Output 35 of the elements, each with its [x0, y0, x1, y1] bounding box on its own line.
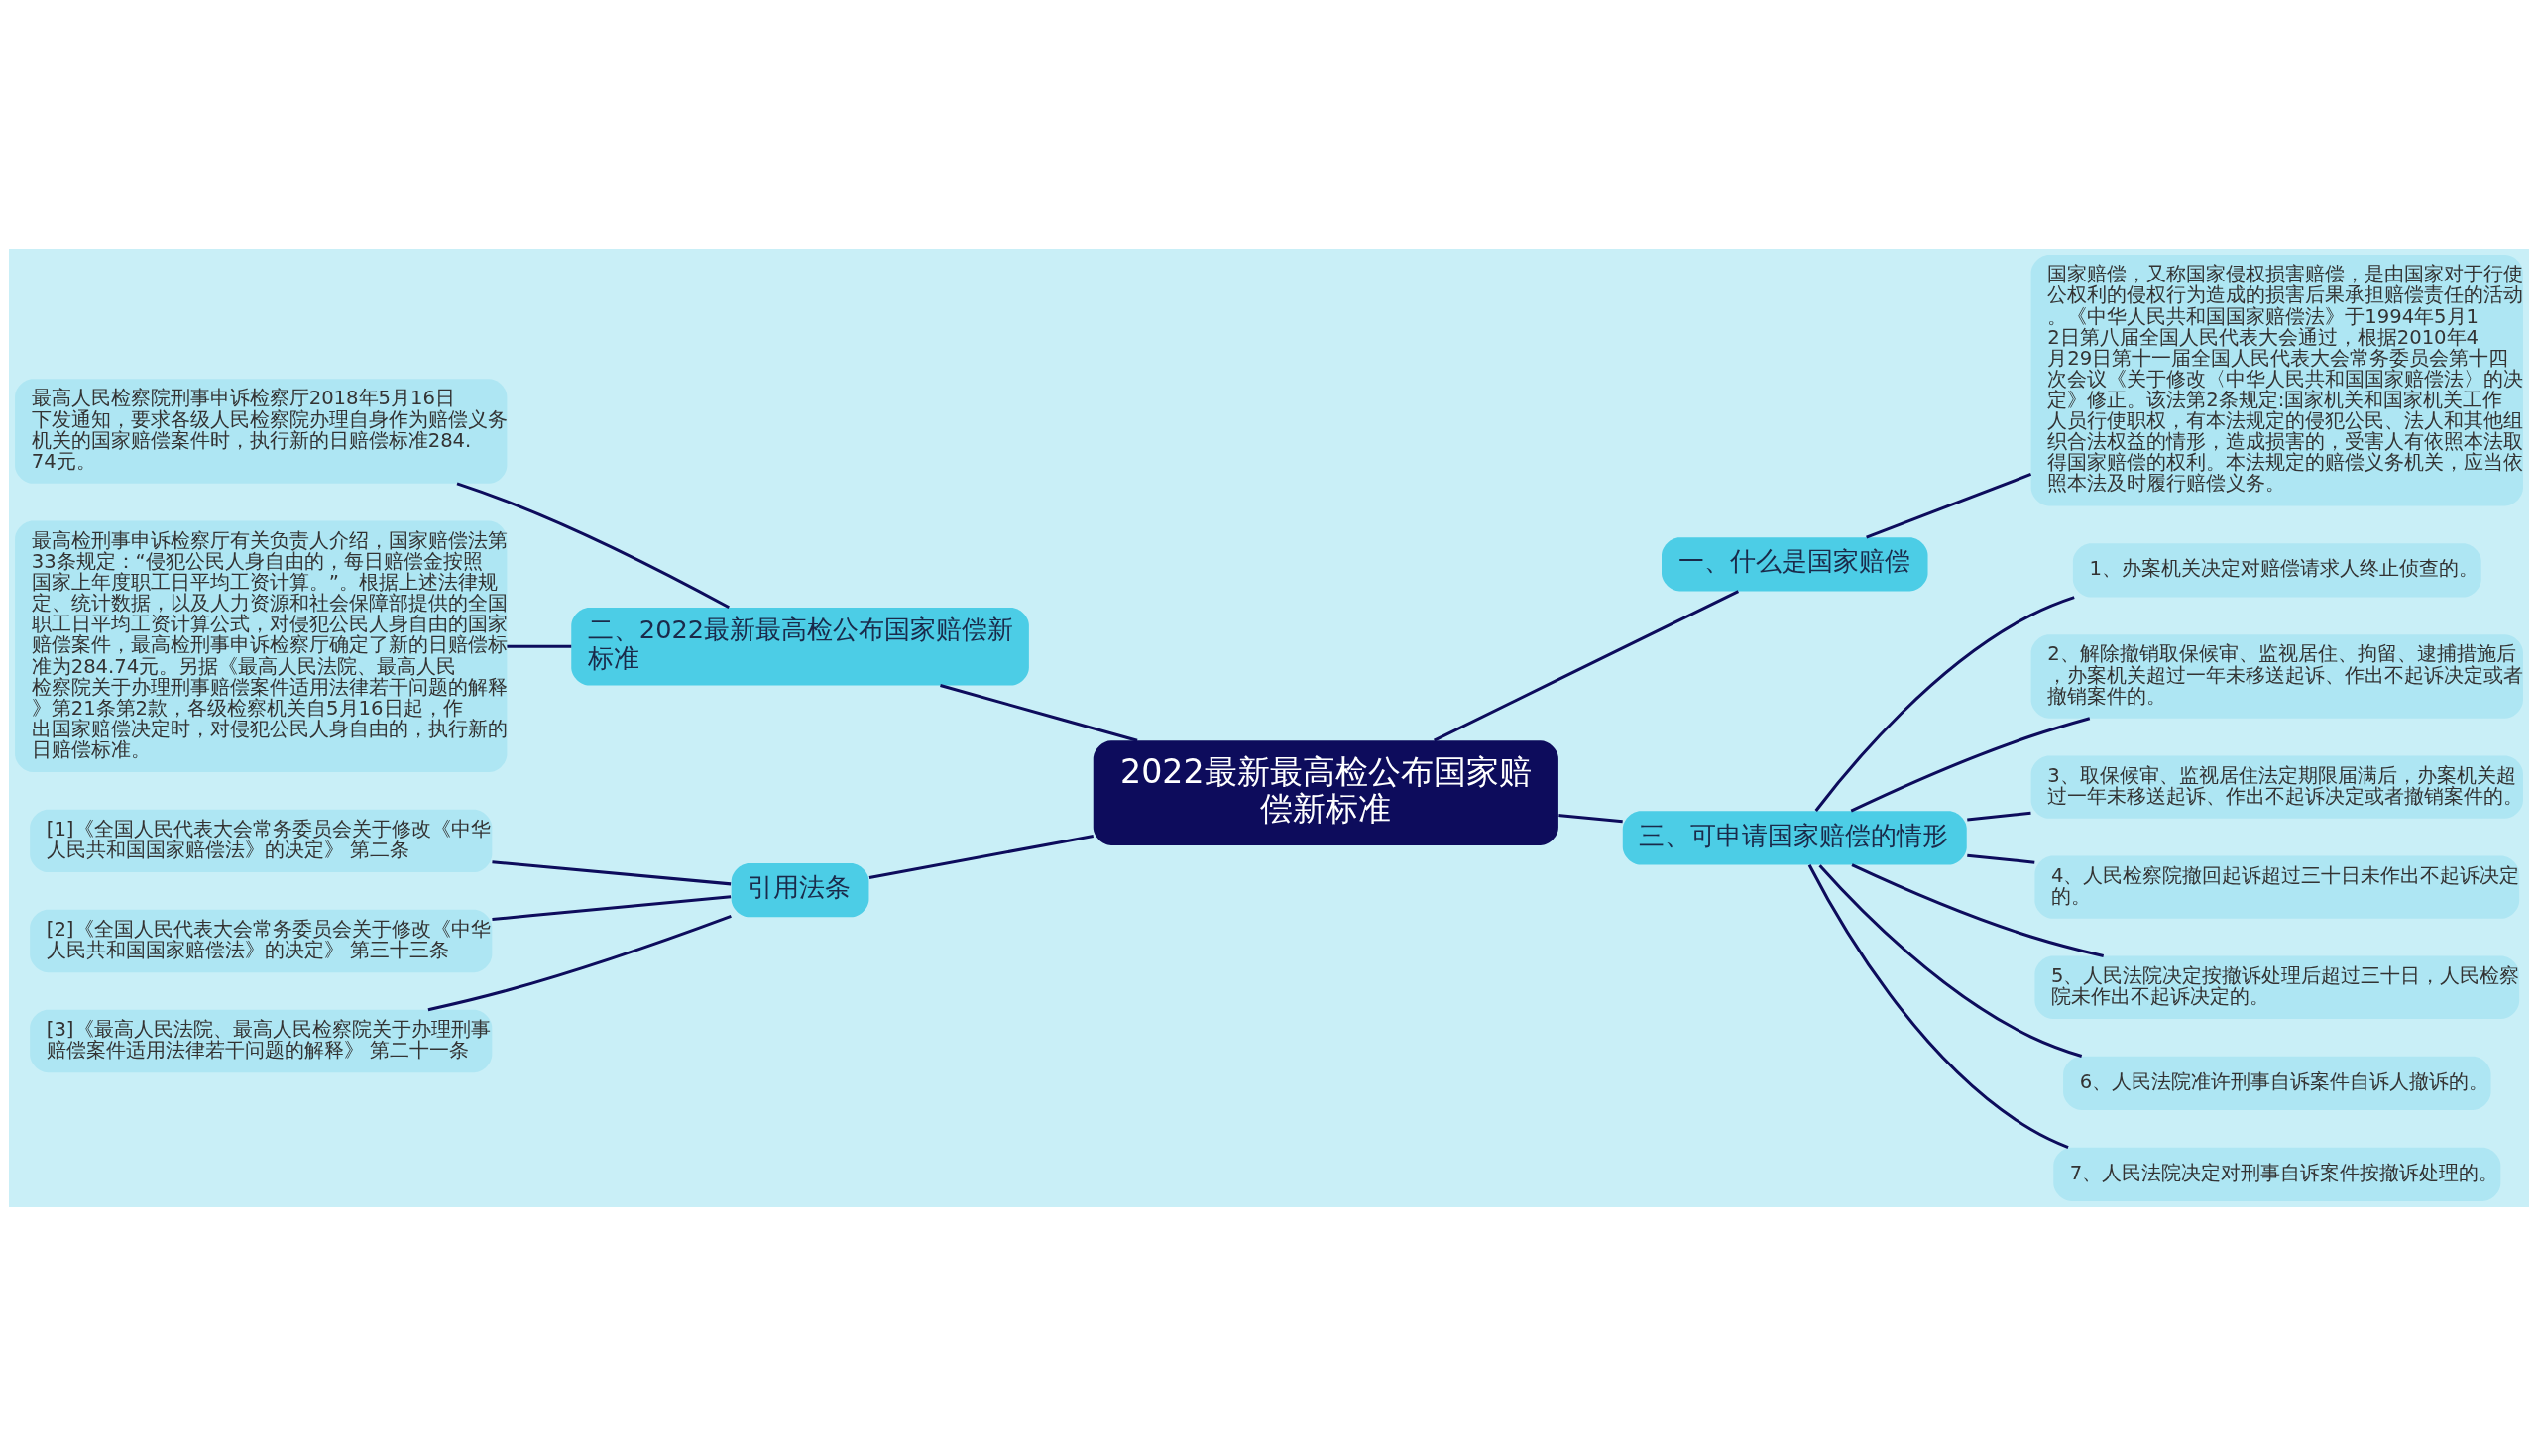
connector	[940, 684, 1138, 742]
connector	[427, 914, 732, 1012]
connector	[507, 644, 572, 648]
node-box: 2、解除撤销取保候审、监视居住、拘留、逮捕措施后，办案机关超过一年未移送起诉、作出不起诉决定或者撤销案件的。	[2030, 634, 2523, 719]
connector	[492, 895, 732, 921]
connector	[1851, 863, 2105, 958]
connector	[1967, 853, 2035, 864]
node-box: 最高人民检察院刑事申诉检察厅2018年5月16日下发通知，要求各级人民检察院办理自身作为赔偿义务机关的国家赔偿案件时，执行新的日赔偿标准284.74元。	[15, 379, 508, 484]
connector	[1433, 590, 1740, 742]
connector	[1967, 811, 2031, 822]
node-box: 国家赔偿，又称国家侵权损害赔偿，是由国家对于行使公权利的侵权行为造成的损害后果承担赔偿责任的活动。《中华人民共和国国家赔偿法》于1994年5月12日第八届全国人民代表大会通过，根据2010年4月29日第十一届全国人民代表大会常务委员会第十四次会议《关于修改〈中华人民共和国国家赔偿法〉的决定》修正。该法第2条规定:国家机关和国家机关工作人员行使职权，有本法规定的侵犯公民、法人和其他组织合法权益的情形，造成损害的，受害人有依照本法取得国家赔偿的权利。本法规定的赔偿义务机关，应当依照本法及时履行赔偿义务。	[2030, 255, 2523, 506]
connector	[1814, 596, 2075, 812]
node-box: [2]《全国人民代表大会常务委员会关于修改《中华人民共和国国家赔偿法》的决定》 第三十三条	[30, 909, 493, 973]
node-box: 5、人民法院决定按撤诉处理后超过三十日，人民检察院未作出不起诉决定的。	[2034, 955, 2520, 1019]
node-box: 7、人民法院决定对刑事自诉案件按撤诉处理的。	[2053, 1147, 2501, 1201]
node-box: 6、人民法院准许刑事自诉案件自诉人撤诉的。	[2063, 1056, 2491, 1110]
connector	[868, 835, 1094, 879]
node-box: 2022最新最高检公布国家赔偿新标准	[1093, 740, 1558, 845]
connector	[492, 860, 732, 886]
node-box: 引用法条	[731, 863, 869, 918]
node-box: 二、2022最新最高检公布国家赔偿新标准	[571, 608, 1029, 686]
node-box: [3]《最高人民法院、最高人民检察院关于办理刑事赔偿案件适用法律若干问题的解释》 第二十一条	[30, 1009, 493, 1073]
connector	[456, 482, 730, 610]
node-box: 3、取保候审、监视居住法定期限届满后，办案机关超过一年未移送起诉、作出不起诉决定或者撤销案件的。	[2030, 755, 2523, 819]
connector	[1850, 717, 2091, 813]
connector	[1807, 864, 2069, 1150]
node-box: 4、人民检察院撤回起诉超过三十日未作出不起诉决定的。	[2034, 855, 2520, 919]
node-box: 一、什么是国家赔偿	[1662, 537, 1928, 592]
node-box: 1、办案机关决定对赔偿请求人终止侦查的。	[2072, 543, 2481, 598]
connector	[1866, 473, 2032, 539]
node-box: 三、可申请国家赔偿的情形	[1622, 811, 1967, 865]
connector	[1558, 814, 1623, 824]
connector	[1818, 864, 2083, 1058]
node-box: [1]《全国人民代表大会常务委员会关于修改《中华人民共和国国家赔偿法》的决定》 第二条	[30, 809, 493, 873]
node-box: 最高检刑事申诉检察厅有关负责人介绍，国家赔偿法第33条规定：“侵犯公民人身自由的，每日赔偿金按照国家上年度职工日平均工资计算。”。根据上述法律规定、统计数据，以及人力资源和社会保障部提供的全国职工日平均工资计算公式，对侵犯公民人身自由的国家赔偿案件，最高检刑事申诉检察厅确定了新的日赔偿标准为284.74元。另据《最高人民法院、最高人民检察院关于办理刑事赔偿案件适用法律若干问题的解释》第21条第2款，各级检察机关自5月16日起，作出国家赔偿决定时，对侵犯公民人身自由的，执行新的日赔偿标准。	[15, 520, 508, 772]
